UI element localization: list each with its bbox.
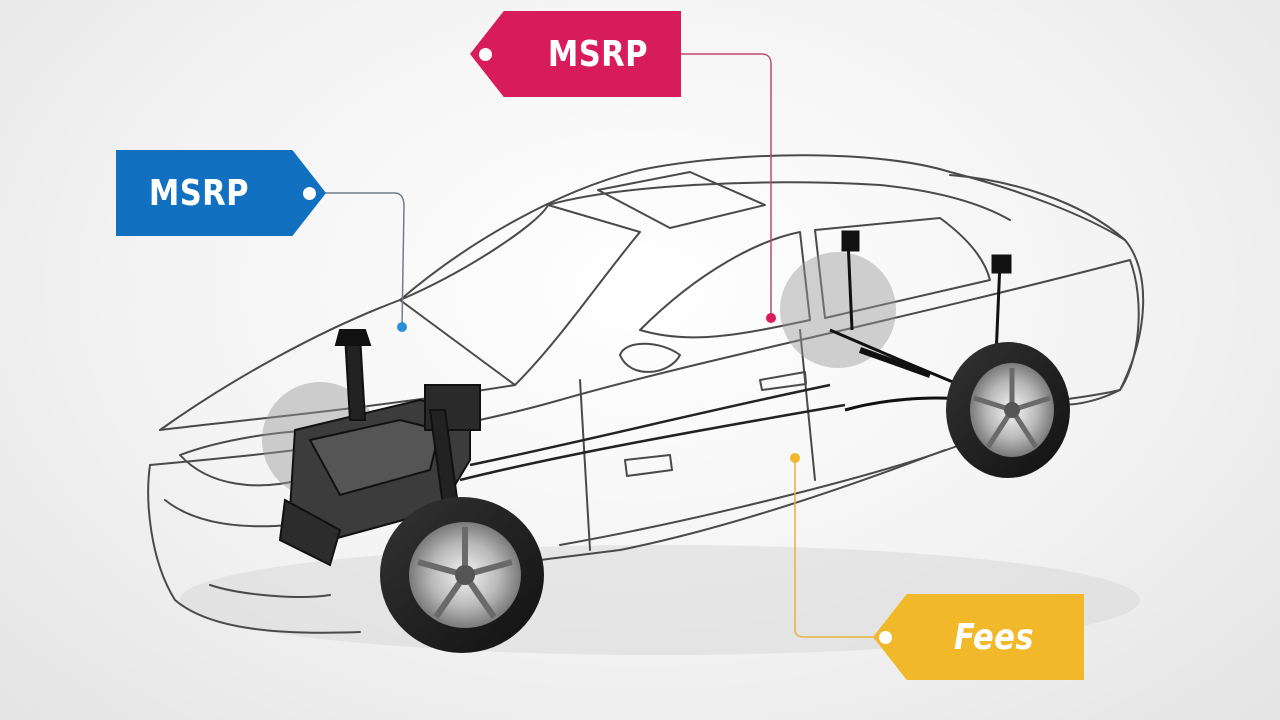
msrp-label-pink: MSRP [547,33,648,75]
blue-callout-dot [397,322,407,332]
drive-shaft [459,383,846,482]
fees-price-tag-yellow: Fees [873,594,1084,680]
tag-hole-icon [879,631,892,644]
rear-wheel [946,342,1070,478]
fees-label: Fees [954,616,1035,658]
msrp-price-tag-blue: MSRP [116,150,326,236]
car-body [147,154,1145,634]
front-wheel [380,497,544,653]
blue-callout-line [318,192,405,328]
rear-highlight-circle [780,252,896,368]
msrp-label-blue: MSRP [148,172,250,214]
pink-callout-line [681,53,772,318]
yellow-callout-dot [790,453,800,463]
tag-hole-icon [303,187,316,200]
engine-assembly [278,329,481,567]
msrp-price-tag-pink: MSRP [470,11,681,97]
yellow-callout-line [794,458,875,638]
tag-hole-icon [479,48,492,61]
pink-callout-dot [766,313,776,323]
